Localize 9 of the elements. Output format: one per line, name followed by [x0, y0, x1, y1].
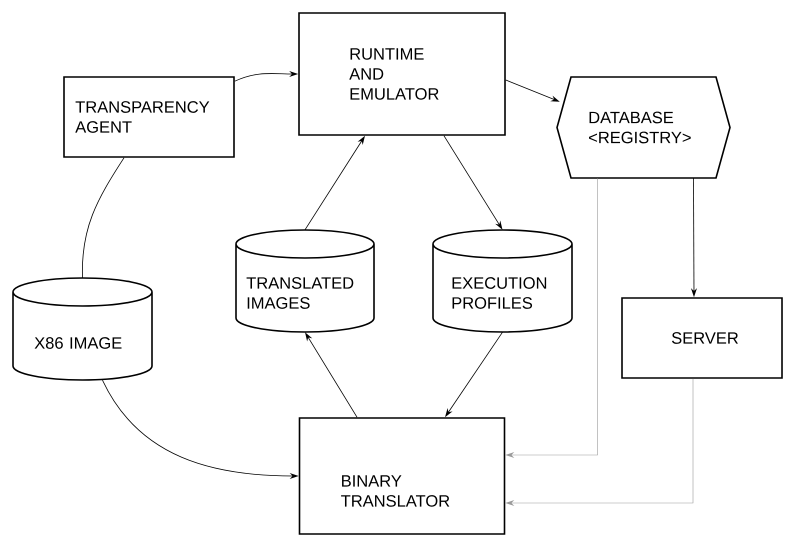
- connector-line: [82, 157, 124, 278]
- process-box: TRANSPARENCY AGENT: [63, 76, 235, 158]
- database-cylinder: TRANSLATED IMAGES: [235, 229, 375, 333]
- database-cylinder: X86 IMAGE: [12, 277, 153, 381]
- process-box: SERVER: [621, 297, 783, 379]
- process-box: RUNTIME AND EMULATOR: [298, 12, 506, 136]
- database-cylinder: EXECUTION PROFILES: [432, 229, 573, 333]
- process-box: BINARY TRANSLATOR: [298, 417, 506, 535]
- hexagon-box: DATABASE <REGISTRY>: [556, 76, 731, 179]
